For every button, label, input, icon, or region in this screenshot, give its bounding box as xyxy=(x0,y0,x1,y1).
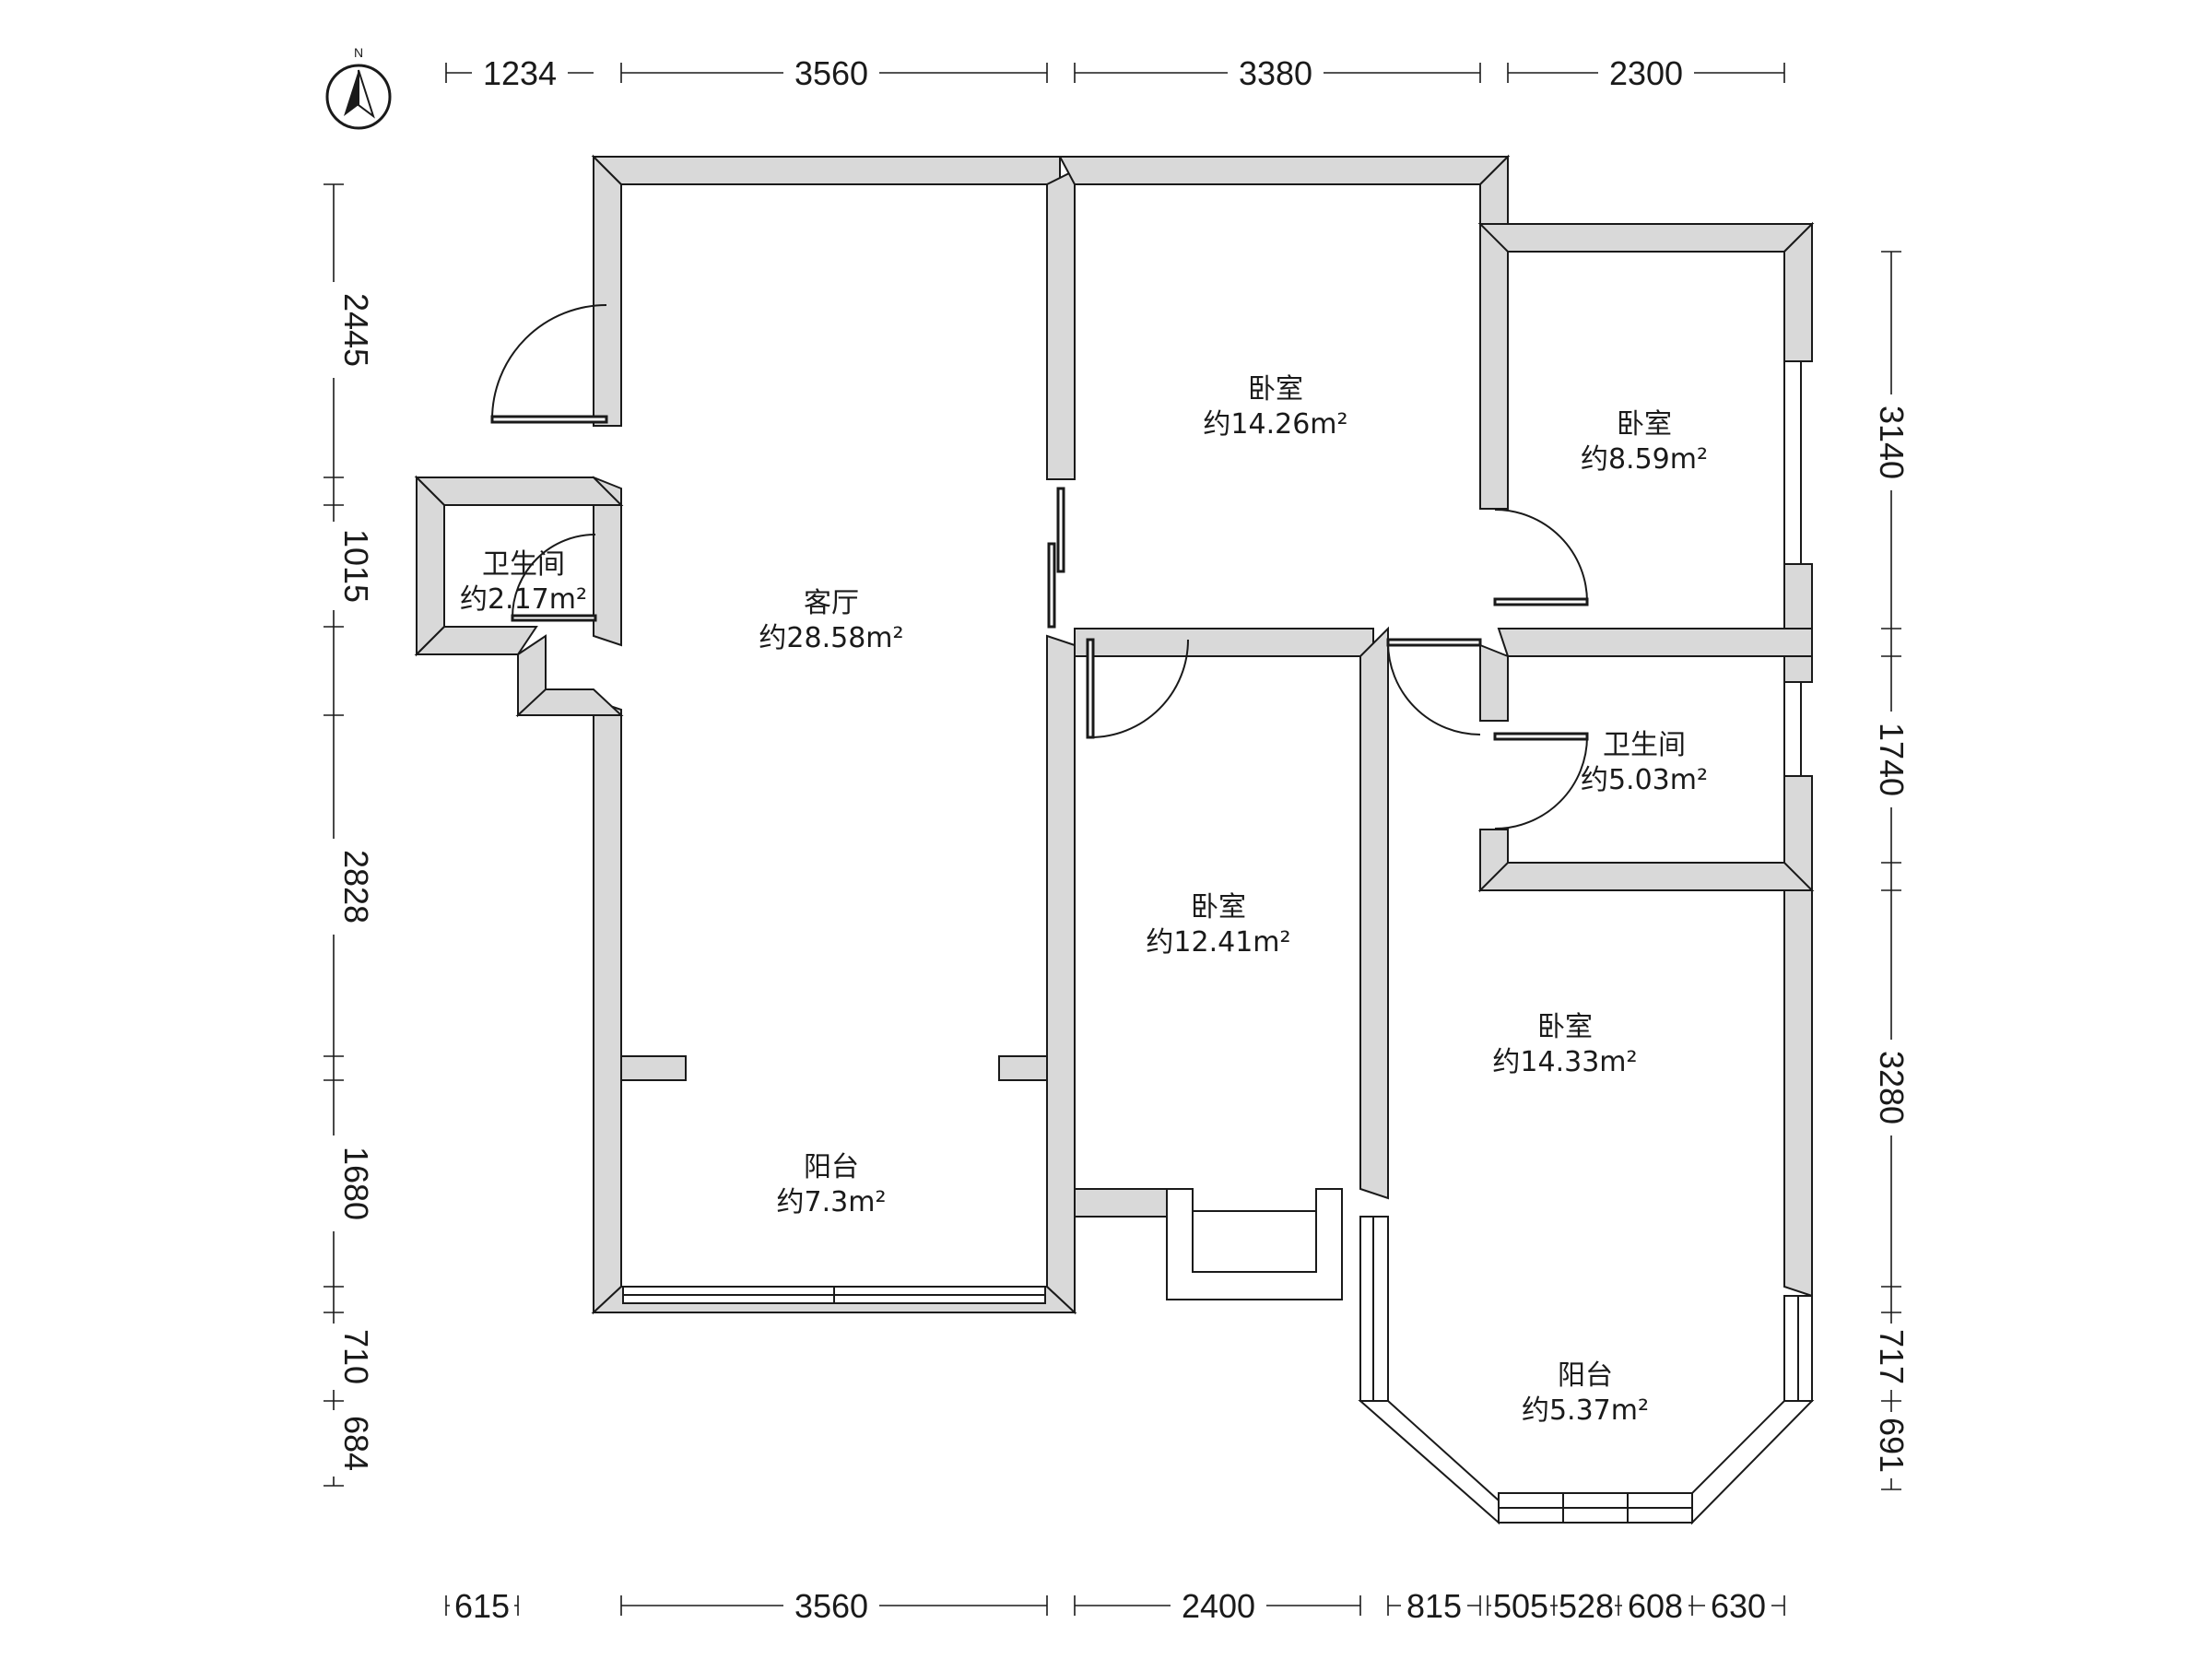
dimension-lines: 1234 3560 3380 2300 615 xyxy=(313,54,1911,1625)
bed2-door xyxy=(1493,597,1589,606)
room-name-balcony1: 阳台 xyxy=(804,1151,859,1183)
room-area-bed1: 约14.26m² xyxy=(1203,408,1347,441)
dim-right-2: 1740 xyxy=(1873,723,1911,796)
wall-bath2-east-top xyxy=(1783,655,1813,683)
wall-bed4-east xyxy=(1783,889,1813,1298)
dim-left-6: 684 xyxy=(337,1416,375,1471)
wall-bath2-west xyxy=(1479,643,1509,722)
wall-bed1-north xyxy=(1058,156,1511,185)
dim-bottom-1: 615 xyxy=(454,1587,510,1625)
dim-right-1: 3140 xyxy=(1873,406,1911,479)
bed3-door-swing xyxy=(1089,639,1189,738)
room-name-bed4: 卧室 xyxy=(1537,1011,1593,1043)
wall-bed2-north xyxy=(1477,223,1815,253)
dim-bottom-2: 3560 xyxy=(794,1587,868,1625)
north-arrow-icon xyxy=(344,70,359,116)
wall-bath1-west xyxy=(416,475,445,657)
wall-bath1-south xyxy=(414,626,538,655)
wall-bed1-east xyxy=(1479,154,1509,510)
dim-top: 1234 3560 3380 2300 xyxy=(445,54,1785,92)
bath1-door xyxy=(511,614,597,622)
windows xyxy=(622,360,1815,1525)
bed4-door xyxy=(1386,638,1482,647)
room-area-balcony1: 约7.3m² xyxy=(777,1186,887,1218)
wall-bath1-ext-bottom xyxy=(515,688,624,716)
room-area-bath2: 约5.03m² xyxy=(1581,764,1708,796)
wall-living-east xyxy=(1046,169,1076,480)
entrance-door-swing xyxy=(491,304,607,420)
bed4-door-swing xyxy=(1387,641,1481,735)
sliding-door-lower xyxy=(1047,542,1056,629)
wall-living-west-mid xyxy=(593,476,622,647)
room-name-bed1: 卧室 xyxy=(1248,373,1303,406)
room-name-bath2: 卫生间 xyxy=(1603,729,1686,761)
dim-bottom-8: 630 xyxy=(1711,1587,1766,1625)
wall-bath1-north xyxy=(414,477,624,506)
dim-top-3: 3380 xyxy=(1239,54,1312,92)
wall-living-west-low xyxy=(593,699,622,1315)
wall-bed3-east-top xyxy=(1359,626,1389,1200)
dim-left-5: 710 xyxy=(337,1329,375,1384)
partition-balcony-right xyxy=(998,1055,1048,1081)
dim-bottom-6: 528 xyxy=(1559,1587,1614,1625)
dim-bottom-5: 505 xyxy=(1493,1587,1548,1625)
dim-left-2: 1015 xyxy=(337,529,375,603)
room-area-bed2: 约8.59m² xyxy=(1581,443,1708,476)
bay-window-balcony-se xyxy=(1691,1400,1815,1525)
sliding-door-upper xyxy=(1056,487,1065,573)
dim-bottom-7: 608 xyxy=(1628,1587,1683,1625)
room-name-living: 客厅 xyxy=(804,587,859,619)
room-labels: 卧室 约14.26m² 卧室 约8.59m² 卫生间 约2.17m² 客厅 约2… xyxy=(460,373,1708,1427)
wall-bed2-east-top xyxy=(1783,221,1813,362)
dim-left-1: 2445 xyxy=(337,293,375,367)
dim-right: 3140 1740 3280 717 691 xyxy=(1871,251,1911,1490)
compass: N xyxy=(325,45,392,130)
dim-top-2: 3560 xyxy=(794,54,868,92)
entrance-door xyxy=(490,415,608,424)
dim-right-5: 691 xyxy=(1873,1418,1911,1473)
wall-bed3-south xyxy=(1074,1188,1168,1218)
dim-bottom: 615 3560 2400 815 505 528 xyxy=(445,1587,1785,1625)
bath2-door xyxy=(1493,732,1589,741)
dim-left: 2445 1015 2828 1680 710 684 xyxy=(313,183,375,1487)
window-bath2-east xyxy=(1783,681,1802,777)
dim-left-3: 2828 xyxy=(337,850,375,924)
dim-right-3: 3280 xyxy=(1873,1051,1911,1124)
room-area-bed4: 约14.33m² xyxy=(1492,1046,1637,1078)
dim-top-1: 1234 xyxy=(483,54,557,92)
room-name-bath1: 卫生间 xyxy=(482,548,565,581)
dim-bottom-4: 815 xyxy=(1406,1587,1462,1625)
room-name-bed3: 卧室 xyxy=(1191,891,1246,924)
dim-bottom-3: 2400 xyxy=(1182,1587,1255,1625)
room-area-living: 约28.58m² xyxy=(759,622,903,654)
wall-bed2-south xyxy=(1497,628,1813,657)
room-area-bed3: 约12.41m² xyxy=(1146,926,1290,959)
bed2-door-swing xyxy=(1494,509,1588,603)
room-area-bath1: 约2.17m² xyxy=(460,583,587,616)
bay-window-balcony-sw xyxy=(1358,1400,1500,1525)
wall-bath2-south xyxy=(1477,862,1815,891)
wall-living-west xyxy=(593,154,622,427)
wall-living-north xyxy=(591,156,1061,185)
north-label: N xyxy=(354,45,363,60)
bay-window-bed3 xyxy=(1166,1188,1343,1300)
wall-bed1-south xyxy=(1074,628,1374,657)
dim-left-4: 1680 xyxy=(337,1147,375,1220)
bath1-door-swing xyxy=(512,534,596,618)
doors xyxy=(490,304,1589,830)
room-name-bed2: 卧室 xyxy=(1617,408,1672,441)
dim-top-4: 2300 xyxy=(1609,54,1683,92)
bath2-door-swing xyxy=(1494,735,1588,830)
dim-right-4: 717 xyxy=(1873,1329,1911,1384)
window-bed2-east xyxy=(1783,360,1802,565)
wall-living-east-low xyxy=(1046,634,1076,1315)
partition-balcony-left xyxy=(620,1055,687,1081)
room-name-balcony2: 阳台 xyxy=(1558,1359,1613,1392)
room-area-balcony2: 约5.37m² xyxy=(1522,1394,1649,1427)
bed3-door xyxy=(1086,638,1095,739)
